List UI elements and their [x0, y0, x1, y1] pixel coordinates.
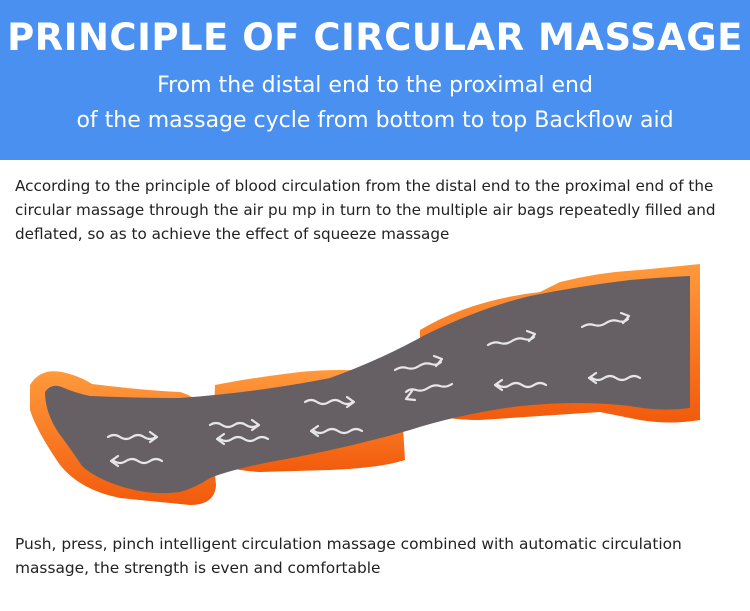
- subtitle-line-1: From the distal end to the proximal end: [157, 73, 593, 98]
- arrow-right-1: [106, 430, 159, 444]
- description-text: According to the principle of blood circ…: [15, 177, 716, 243]
- leg-shape: [45, 276, 690, 494]
- arrow-left-2: [215, 432, 270, 446]
- arrow-left-4: [404, 382, 454, 402]
- footer-text: Push, press, pinch intelligent circulati…: [15, 535, 682, 577]
- arrow-right-5: [486, 329, 537, 347]
- header-banner: PRINCIPLE OF CIRCULAR MASSAGE From the d…: [0, 0, 750, 160]
- arrow-left-5: [493, 378, 548, 392]
- arrow-right-4: [393, 354, 444, 372]
- leg-massage-illustration: [30, 264, 700, 505]
- arrow-right-6: [580, 311, 631, 329]
- airflow-arrows: [106, 311, 642, 468]
- arrow-right-2: [208, 418, 261, 432]
- arrow-left-3: [309, 424, 364, 438]
- subtitle-line-2: of the massage cycle from bottom to top …: [76, 108, 674, 133]
- page-title: PRINCIPLE OF CIRCULAR MASSAGE: [7, 16, 743, 59]
- arrow-left-6: [587, 371, 642, 385]
- arrow-left-1: [109, 454, 164, 468]
- arrow-right-3: [303, 395, 356, 409]
